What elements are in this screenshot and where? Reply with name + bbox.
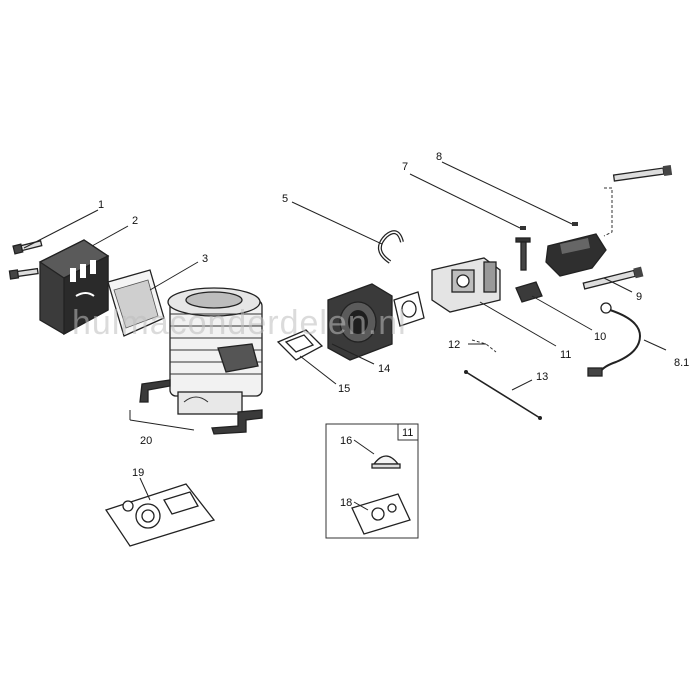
callout-numbers: 1 2 3 5 7 8 9 10 11 12 13 14 15 20 19 16… [98, 151, 689, 509]
callout-3: 3 [202, 253, 208, 265]
callout-7: 7 [402, 161, 408, 173]
callout-18: 18 [340, 497, 352, 509]
part-bolt [582, 266, 644, 290]
part-ground-cable [587, 302, 642, 377]
callout-14: 14 [378, 363, 390, 375]
watermark: hulmaconderdelen.nl [72, 304, 407, 342]
part-brackets [139, 379, 263, 435]
callout-1: 1 [98, 199, 104, 211]
callout-5: 5 [282, 193, 288, 205]
part-grommet [515, 281, 543, 303]
part-throttle-cable [464, 370, 542, 420]
part-intake-manifold [327, 283, 393, 361]
part-carburetor [431, 257, 501, 313]
part-pin [515, 226, 531, 271]
callout-8-1: 8.1 [674, 357, 689, 369]
part-gasket-set [104, 483, 216, 547]
part-muffler [38, 239, 110, 336]
callout-11: 11 [560, 349, 571, 361]
callout-15: 15 [338, 383, 350, 395]
callout-20: 20 [140, 435, 152, 447]
part-gasket [276, 329, 324, 361]
part-heat-shield [107, 269, 165, 337]
primer-bulb [371, 455, 401, 469]
part-fuel-hose [471, 339, 497, 353]
callout-16: 16 [340, 435, 352, 447]
leader-lines [23, 161, 667, 511]
callout-19: 19 [132, 467, 144, 479]
callout-8: 8 [436, 151, 442, 163]
part-carb-gasket [393, 291, 425, 327]
kit-box [325, 423, 419, 539]
part-air-bracket [545, 164, 673, 277]
callout-2: 2 [132, 215, 138, 227]
part-screws [8, 240, 43, 280]
part-cylinder [167, 287, 263, 415]
kit-box-label: 11 [402, 427, 413, 439]
callout-9: 9 [636, 291, 642, 303]
kit-parts-bag [351, 493, 411, 535]
callout-13: 13 [536, 371, 548, 383]
part-fuel-line [378, 230, 404, 264]
callout-12: 12 [448, 339, 460, 351]
callout-10: 10 [594, 331, 606, 343]
